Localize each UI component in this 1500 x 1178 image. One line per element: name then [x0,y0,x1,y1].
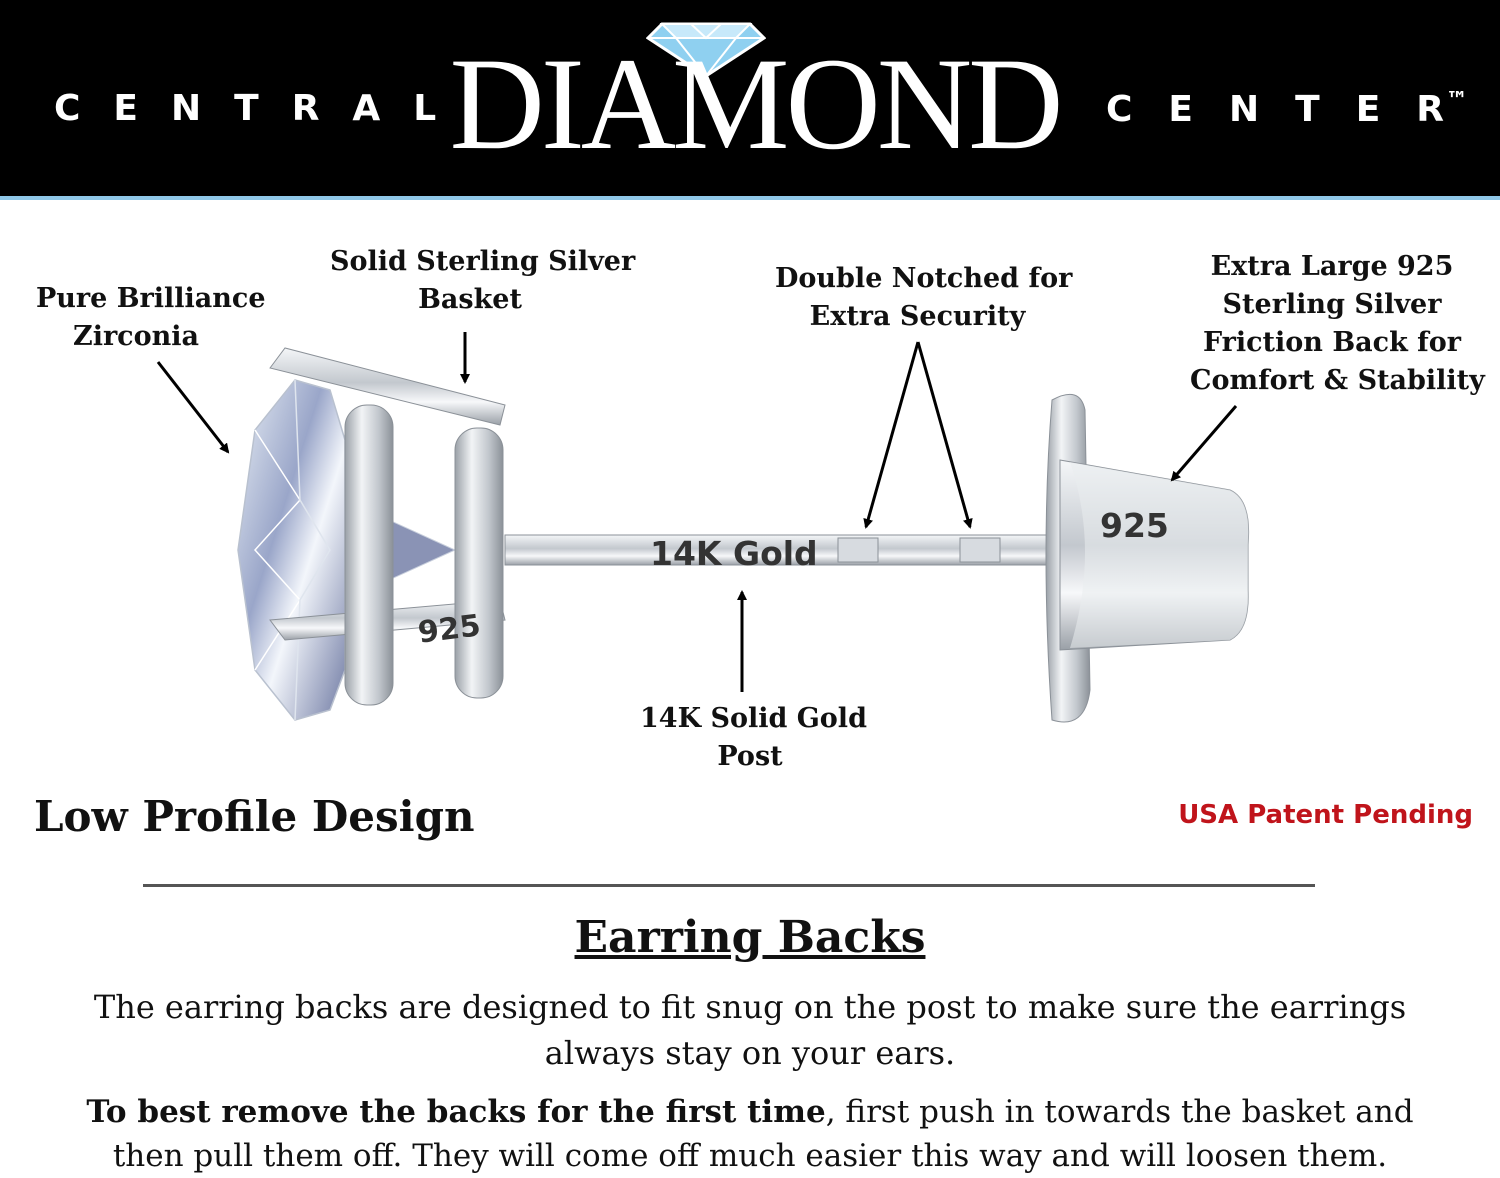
callout-notched: Double Notched for Extra Security [775,263,1073,332]
removal-instructions: To best remove the backs for the first t… [60,1090,1440,1178]
callout-basket: Solid Sterling Silver Basket [330,246,636,315]
friction-back [1045,393,1250,723]
arrow-friction-back [1170,405,1238,482]
section-divider [143,884,1315,887]
brand-word-left: CENTRAL [54,88,470,129]
callout-zirconia: Pure Brilliance Zirconia [36,283,266,352]
back-engraving: 925 [1100,506,1169,545]
diamond-logo-icon [646,22,766,78]
removal-instructions-rest: , first push in towards the basket and t… [112,1094,1414,1174]
post-engraving: 14K Gold [650,534,818,573]
earring-backs-description: The earring backs are designed to fit sn… [93,988,1407,1072]
trademark-mark: ™ [1446,88,1469,113]
callout-arrows [156,332,1238,692]
arrow-notch-right [916,341,973,529]
earring-diagram: 14K Gold 925 925 Pure Brilliance Zirconi… [0,200,1500,800]
silver-basket [269,347,506,706]
low-profile-heading: Low Profile Design [34,792,475,841]
callout-post: 14K Solid Gold Post [640,703,867,772]
removal-instructions-bold: To best remove the backs for the first t… [86,1094,826,1130]
brand-word-main: DIAMOND [449,30,1064,177]
arrow-zirconia [156,361,230,454]
earring-backs-title: Earring Backs [574,912,926,963]
patent-notice: USA Patent Pending [1178,800,1473,830]
callout-friction-back: Extra Large 925 Sterling Silver Friction… [1190,251,1485,396]
arrow-notch-left [863,341,920,529]
earring-illustration [156,332,1250,723]
brand-banner: CENTRAL DIAMOND CENTER™ [0,0,1500,200]
brand-word-right: CENTER™ [1106,88,1481,130]
